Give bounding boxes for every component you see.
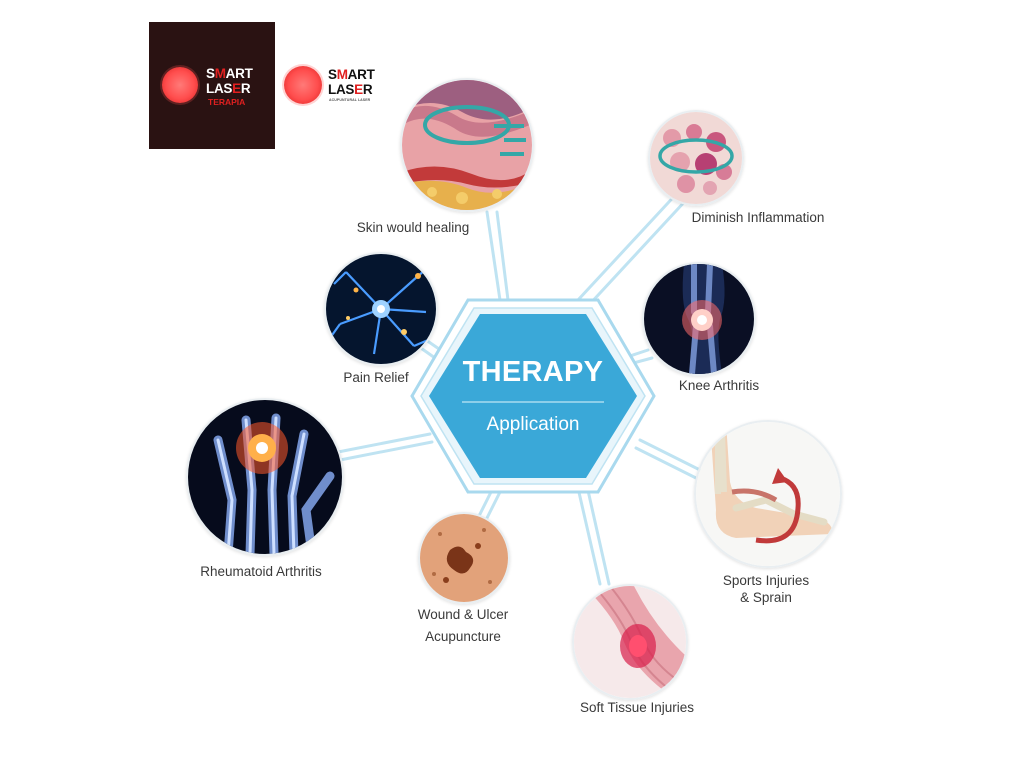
label-wound-ulcer-line1: Wound & Ulcer [417,607,509,622]
logo-wordmark: SMART LASER [206,67,253,95]
inflamed-cells-icon [648,110,744,206]
logo-line-smart: SMART [328,67,375,82]
therapy-hexagon: THERAPY Application [410,298,656,494]
ankle-sprain-icon [694,420,842,568]
label-wound-ulcer-line2: Acupuncture [425,629,501,644]
logo-line-smart: SMART [206,66,253,81]
logo-tagline: ACUPUNTURAL LASER [329,98,371,102]
wound-skin-icon [418,512,510,604]
label-skin-healing: Skin would healing [356,220,470,235]
logo-red-dot [162,67,198,103]
label-pain-relief: Pain Relief [343,370,409,385]
hexagon-shape [410,298,656,494]
label-wound-ulcer: Wound & Ulcer Acupuncture [408,604,518,648]
label-soft-tissue: Soft Tissue Injuries [579,700,695,715]
label-rheumatoid-arthritis: Rheumatoid Arthritis [200,564,322,579]
label-diminish-inflammation: Diminish Inflammation [691,210,825,225]
label-sports-injuries-line1: Sports Injuries [722,573,810,588]
label-knee-arthritis: Knee Arthritis [678,378,760,393]
knee-joint-icon [642,262,756,376]
hand-joint-icon [186,398,344,556]
label-sports-injuries: Sports Injuries & Sprain [706,572,826,606]
logo-line-laser: LASER [206,80,251,96]
skin-tissue-icon [400,78,534,212]
muscle-tissue-icon [572,584,688,700]
neuron-icon [324,252,438,366]
center-title: THERAPY [462,356,604,388]
logo-wordmark: SMART LASER [328,68,375,96]
logo-red-dot [284,66,322,104]
logo-line-terapia: TERAPIA [208,97,246,107]
label-sports-injuries-line2: & Sprain [740,590,792,605]
logo-line-laser: LASER [328,81,373,97]
smart-laser-terapia-logo: SMART LASER TERAPIA [149,22,275,149]
center-subtitle: Application [486,414,580,435]
smart-laser-logo: SMART LASER ACUPUNTURAL LASER [282,62,382,110]
